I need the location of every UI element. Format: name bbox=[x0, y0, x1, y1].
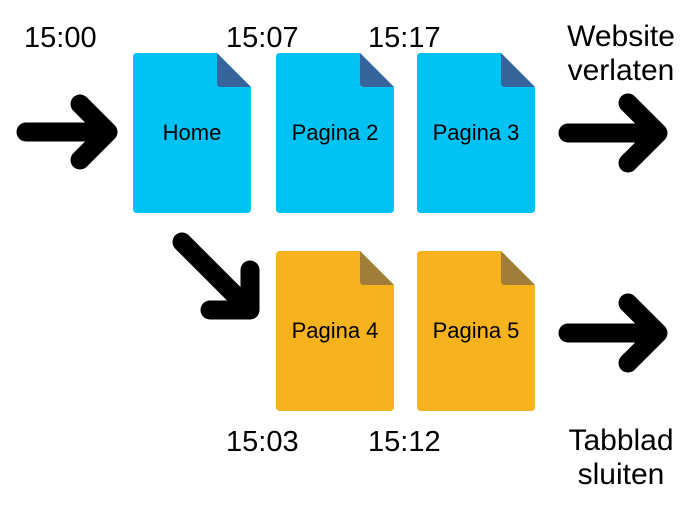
page-2-label: Pagina 2 bbox=[291, 120, 379, 145]
branch-arrow-icon bbox=[172, 232, 260, 320]
page-home-label: Home bbox=[162, 120, 222, 145]
caption-leave-website-line1: Website bbox=[567, 20, 675, 53]
caption-close-tab: Tabblad sluiten bbox=[556, 424, 686, 491]
entry-arrow-icon bbox=[16, 94, 118, 170]
page-5-label: Pagina 5 bbox=[432, 318, 520, 343]
caption-close-tab-line1: Tabblad bbox=[568, 424, 674, 457]
page-3: Pagina 3 bbox=[417, 53, 535, 213]
page-3-label: Pagina 3 bbox=[432, 120, 520, 145]
caption-leave-website-line2: verlaten bbox=[567, 53, 675, 87]
time-page3: 15:17 bbox=[368, 22, 441, 54]
caption-close-tab-line2: sluiten bbox=[577, 457, 665, 491]
document-icon bbox=[417, 251, 535, 411]
page-4-label: Pagina 4 bbox=[291, 318, 379, 343]
document-icon bbox=[417, 53, 535, 213]
page-4: Pagina 4 bbox=[276, 251, 394, 411]
document-icon bbox=[276, 53, 394, 213]
time-page4: 15:03 bbox=[226, 426, 299, 458]
time-page2: 15:07 bbox=[226, 22, 299, 54]
time-page5: 15:12 bbox=[368, 426, 441, 458]
exit-arrow-bottom-icon bbox=[558, 293, 668, 373]
page-5: Pagina 5 bbox=[417, 251, 535, 411]
page-home: Home bbox=[133, 53, 251, 213]
exit-arrow-top-icon bbox=[558, 93, 668, 173]
document-icon bbox=[133, 53, 251, 213]
document-icon bbox=[276, 251, 394, 411]
caption-leave-website: Website verlaten bbox=[556, 20, 686, 87]
page-2: Pagina 2 bbox=[276, 53, 394, 213]
time-entry: 15:00 bbox=[24, 22, 97, 54]
